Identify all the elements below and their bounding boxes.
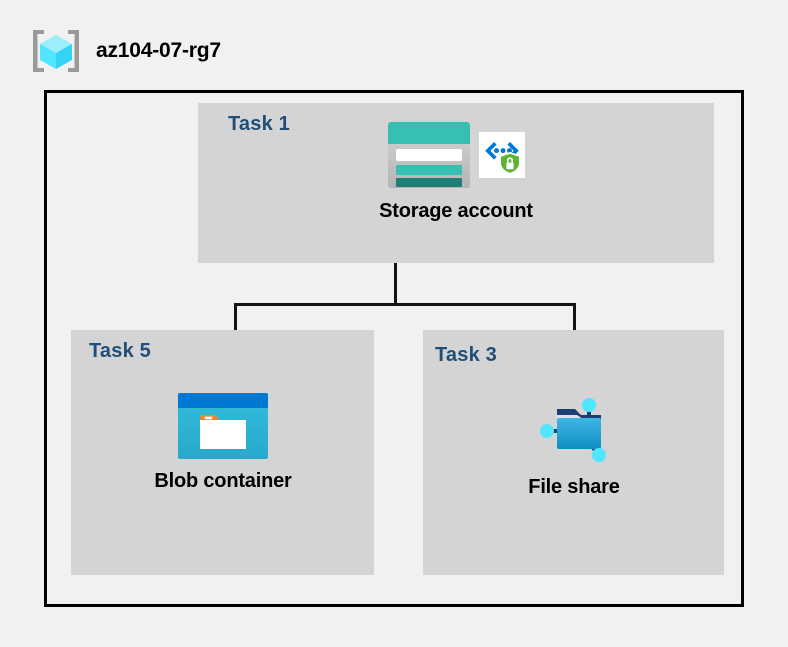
task-label-5: Task 5 <box>89 340 151 362</box>
task-group-1: Task 1 <box>198 103 714 263</box>
blob-container-icon-group <box>178 393 268 459</box>
task-label-3: Task 3 <box>435 344 497 366</box>
resource-group-name: az104-07-rg7 <box>96 39 221 62</box>
node-storage-account[interactable]: Storage account <box>353 121 559 223</box>
resource-group-boundary <box>44 90 744 607</box>
node-file-share[interactable]: File share <box>479 393 669 499</box>
file-share-icon <box>540 398 606 462</box>
task-group-5: Task 5 Blob container <box>71 330 374 575</box>
resource-group-icon <box>33 30 79 72</box>
connector-crossbar <box>234 303 576 306</box>
node-caption-storage-account: Storage account <box>379 200 533 222</box>
node-blob-container[interactable]: Blob container <box>128 393 318 493</box>
task-label-1: Task 1 <box>228 113 290 135</box>
storage-account-icon-group <box>387 121 525 189</box>
node-caption-file-share: File share <box>528 476 620 498</box>
task-group-3: Task 3 <box>423 330 724 575</box>
resource-group-header: az104-07-rg7 <box>30 26 450 76</box>
blob-container-icon <box>178 393 268 459</box>
file-share-icon-group <box>531 393 617 465</box>
secure-endpoint-icon <box>479 132 525 178</box>
node-caption-blob-container: Blob container <box>154 470 292 492</box>
storage-account-icon <box>388 122 470 188</box>
